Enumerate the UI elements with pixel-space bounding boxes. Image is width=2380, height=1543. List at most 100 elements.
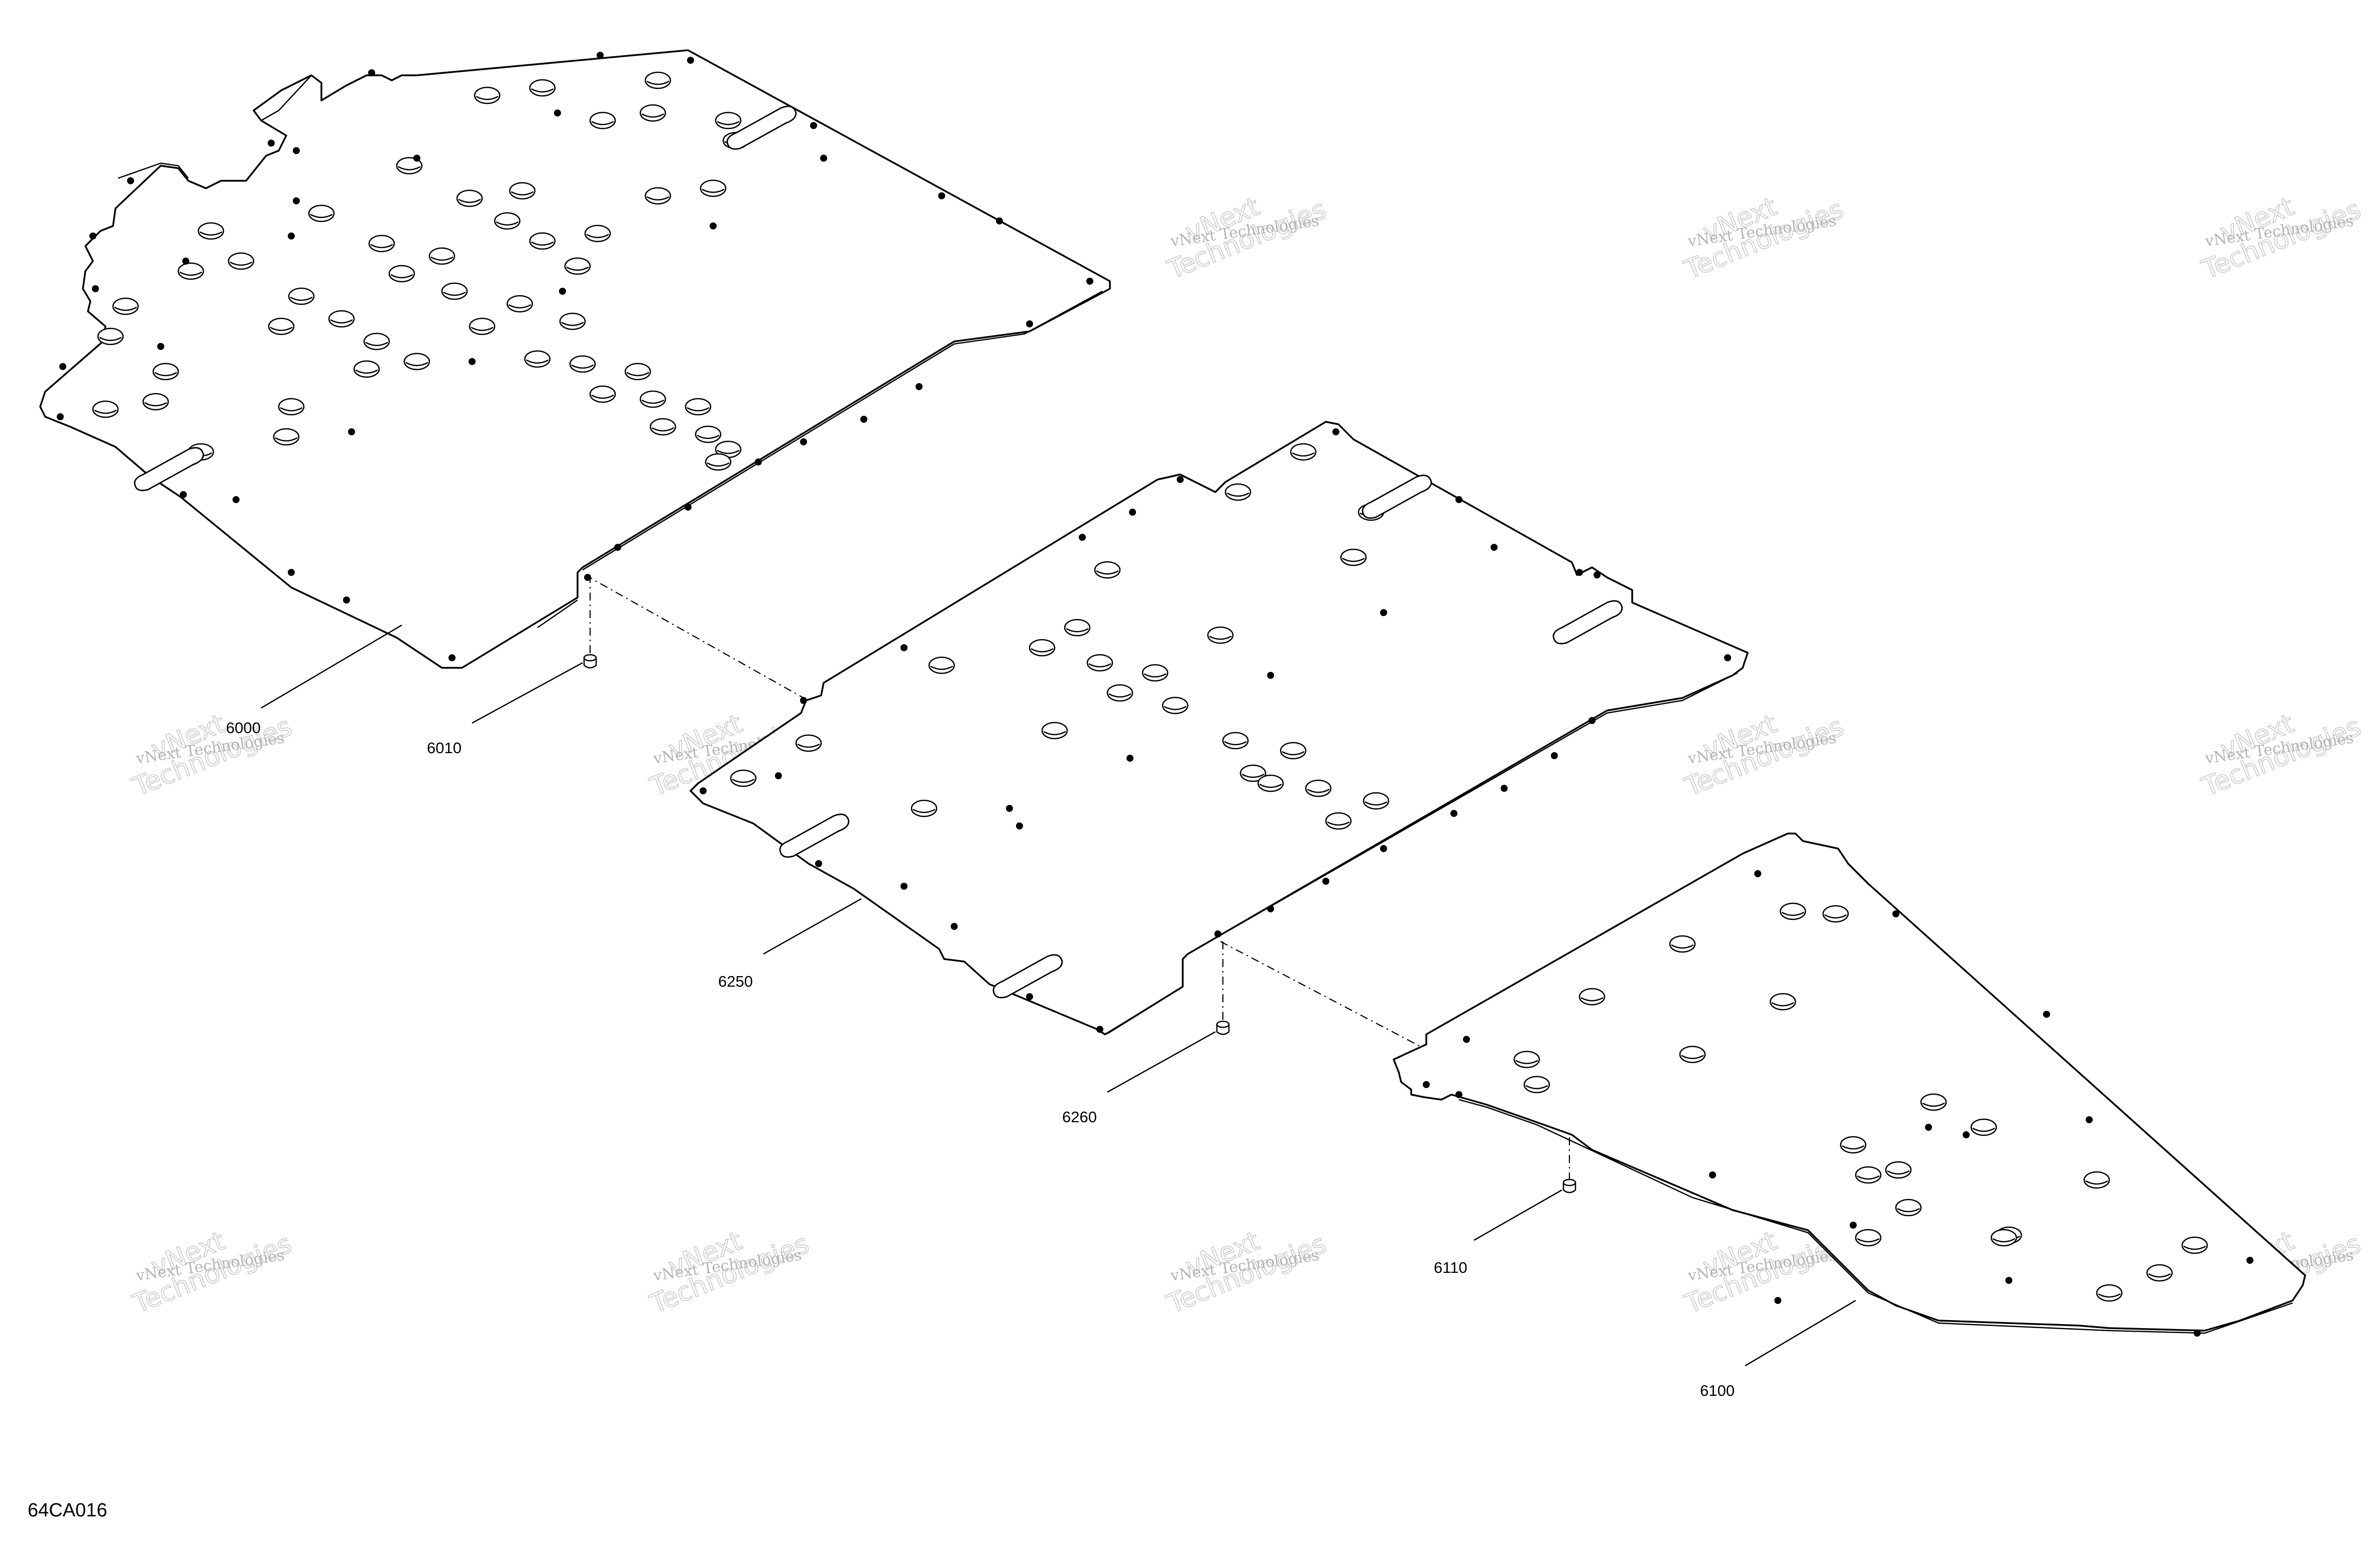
callout-6010[interactable]: 6010 [427,739,462,757]
plate-6100-hole [1822,905,1849,923]
plate-6250-hole [1106,684,1134,702]
plate-6000-hole-edge [390,274,413,279]
callout-6110[interactable]: 6110 [1434,1259,1467,1276]
callout-6260[interactable]: 6260 [1062,1108,1097,1126]
plate-6250-hole [1207,626,1234,644]
plate-6250-hole [1086,654,1113,672]
plate-6100-hole [1885,1161,1912,1179]
plate-6000-rivet [800,438,807,445]
plate-6250-rivet [700,787,707,794]
plate-6000-hole-edge [697,434,720,439]
plate-6250-hole-edge [1043,731,1066,736]
plate-6000-hole [529,232,556,250]
plate-6100-hole-edge [1897,1208,1920,1213]
plate-6000-hole [715,111,742,130]
plate-6000-hole [685,398,712,416]
plate-6100-rivet [2246,1257,2253,1264]
callout-6250[interactable]: 6250 [718,973,753,990]
plate-6100-hole [2096,1284,2123,1302]
plate-6250-hole [730,769,757,787]
plate-6100-hole-edge [2148,1273,2171,1278]
plate-6250-hole [1224,483,1252,501]
fastener-6110[interactable] [1562,1137,1576,1194]
plate-6250-hole-edge [1224,741,1247,746]
plate-6100-hole [2083,1171,2110,1189]
plate-6000-hole-edge [144,402,167,407]
plate-6000-hole [644,71,671,89]
plate-6000-rivet [1026,320,1033,327]
plate-6000-hole-edge [330,319,353,324]
plate-6000-hole-edge [511,191,534,196]
plate-6000-hole [564,257,591,275]
plate-6100-hole-edge [1515,1059,1538,1064]
plate-6250-hole [1222,732,1249,750]
plate-6000-hole [494,212,521,230]
plate-6000-rivet [755,458,762,465]
plate-6000-hole-edge [398,166,421,171]
plate-6250-hole-edge [1365,801,1388,806]
plate-6000-hole [228,252,255,270]
plate-6000-hole [695,425,722,443]
plate-6000-rivet [127,177,134,184]
plate-6000-hole-edge [566,266,589,271]
callout-6000[interactable]: 6000 [226,719,261,737]
plate-6000-hole-edge [370,244,393,249]
plate-6250-hole-edge [1209,635,1232,640]
plate-6000-slot [134,447,204,492]
plate-6000-hole [559,312,586,330]
floor-plate-6100[interactable] [1393,833,2306,1337]
plate-6100-hole-edge [1781,911,1804,916]
plate-6000-rivet [710,222,717,229]
plate-6000-hole [469,317,496,335]
plate-6250-rivet [1594,571,1601,578]
plate-6100-rivet [1774,1297,1781,1304]
plate-6000-hole [92,400,119,418]
plate-6250-rivet [1129,509,1136,516]
plate-6000-hole [142,393,169,411]
plate-6100-hole [1855,1166,1882,1184]
plate-6000-rivet [57,413,64,420]
plate-6000-rivet [288,232,295,240]
plate-6250-slot [992,954,1063,999]
leader-6260 [1107,1031,1216,1093]
plate-6250-rivet [1589,717,1596,724]
plate-6000-rivet [685,504,692,511]
callout-6100[interactable]: 6100 [1700,1382,1735,1399]
plate-6000-rivet [268,140,275,147]
plate-6100-rivet [2043,1011,2050,1018]
plate-6250-rivet [1026,993,1033,1000]
plate-6000-hole-edge [114,306,137,311]
leader-6250 [763,898,862,955]
plate-6100-hole-edge [2085,1180,2108,1185]
floor-plate-6250[interactable] [690,421,1749,1035]
fastener-6260[interactable] [1216,941,1422,1047]
plate-6250-hole [1340,548,1367,566]
plate-6000-hole-edge [641,113,664,118]
plate-6000-hole [388,265,415,283]
plate-6250-hole-edge [732,778,755,783]
plate-6000-rivet [469,358,476,365]
plate-6000-rivet [1086,278,1093,285]
plate-6000-hole [639,390,666,408]
plate-6000-hole-edge [290,296,313,301]
plate-6250-hole-edge [1307,788,1330,793]
plate-6100-rivet [2194,1330,2201,1337]
plate-6250-rivet [1380,845,1387,852]
plate-6250-rivet [800,697,807,704]
plate-6250-rivet [1450,810,1457,817]
plate-6250-hole [1280,742,1307,760]
plate-6100-rivet [1963,1131,1970,1138]
fastener-6010[interactable] [583,574,804,698]
plate-6250-hole [1142,664,1169,682]
plate-6000-hole [308,204,335,222]
plate-6100-hole [1779,902,1806,920]
plate-6250-hole-edge [1066,628,1089,633]
floor-plate-6000[interactable] [39,49,1111,669]
plate-6000-rivet [343,597,350,604]
plate-6250-hole-edge [1282,751,1305,756]
plate-6000-hole-edge [280,407,303,412]
plate-6100-hole [1578,988,1606,1006]
